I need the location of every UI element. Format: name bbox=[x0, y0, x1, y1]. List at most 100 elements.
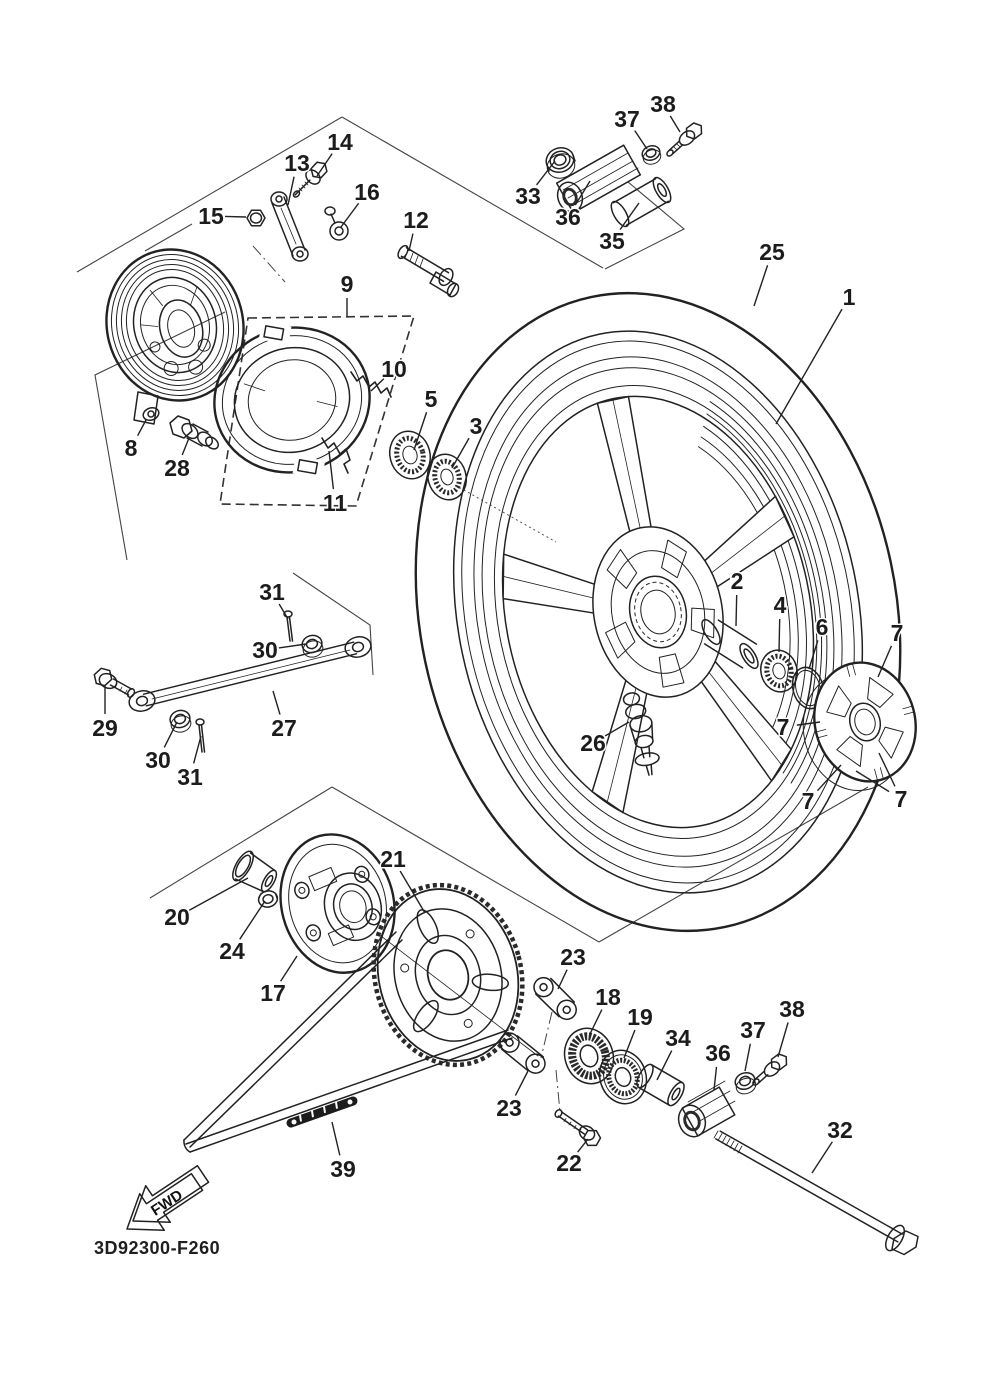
callout-leader bbox=[808, 640, 819, 670]
callout-leader bbox=[278, 643, 307, 649]
callout-label-34: 34 bbox=[665, 1025, 691, 1051]
rear-wheel bbox=[414, 291, 902, 933]
callout-leader bbox=[408, 233, 414, 252]
callout-label-32: 32 bbox=[827, 1117, 853, 1143]
callout-leader bbox=[192, 735, 202, 764]
callout-leader bbox=[877, 645, 893, 678]
callout-label-17: 17 bbox=[260, 980, 286, 1006]
nut-33 bbox=[545, 146, 576, 179]
callout-label-21: 21 bbox=[380, 846, 406, 872]
callout-leader bbox=[413, 412, 428, 451]
master-link-39 bbox=[286, 1096, 358, 1128]
nut-30-right bbox=[301, 634, 324, 658]
callout-leader bbox=[669, 115, 681, 133]
callout-leader bbox=[188, 877, 249, 911]
bearing-19 bbox=[598, 1049, 648, 1105]
callout-label-14: 14 bbox=[327, 129, 353, 155]
fwd-arrow: FWD bbox=[126, 1164, 210, 1232]
callout-leader bbox=[272, 690, 281, 715]
callout-label-7: 7 bbox=[895, 786, 908, 812]
torque-rod-27 bbox=[128, 636, 372, 712]
callout-label-31: 31 bbox=[259, 579, 285, 605]
callout-label-23: 23 bbox=[496, 1095, 522, 1121]
callout-leader bbox=[557, 969, 568, 990]
callout-label-38: 38 bbox=[779, 996, 805, 1022]
callout-label-36: 36 bbox=[555, 204, 581, 230]
camshaft-12 bbox=[397, 244, 460, 298]
callout-leader bbox=[340, 202, 360, 228]
drum-anchor-tab bbox=[133, 391, 160, 425]
callout-label-36: 36 bbox=[705, 1040, 731, 1066]
drive-chain bbox=[183, 931, 513, 1153]
callout-leader bbox=[287, 176, 295, 206]
spacer-2 bbox=[701, 618, 759, 670]
callout-label-37: 37 bbox=[740, 1017, 766, 1043]
brake-drum-plate bbox=[105, 248, 245, 402]
spring-11 bbox=[321, 437, 351, 474]
pin-31-left bbox=[195, 718, 206, 753]
callout-leader bbox=[775, 308, 843, 425]
drawing-code: 3D92300-F260 bbox=[94, 1238, 221, 1258]
callout-label-23: 23 bbox=[560, 944, 586, 970]
callout-leader bbox=[328, 450, 335, 490]
bolt-38-top bbox=[666, 122, 703, 157]
nut-15 bbox=[246, 209, 266, 227]
callout-label-13: 13 bbox=[284, 150, 310, 176]
wheel-hub bbox=[592, 526, 724, 698]
callout-label-22: 22 bbox=[556, 1150, 582, 1176]
nut-24 bbox=[257, 890, 279, 908]
callout-leader bbox=[713, 1066, 718, 1091]
collar-34 bbox=[636, 1063, 685, 1107]
valve-stem bbox=[622, 692, 660, 776]
callout-leader bbox=[316, 153, 333, 177]
callout-label-25: 25 bbox=[759, 239, 785, 265]
callout-label-39: 39 bbox=[330, 1156, 356, 1182]
callout-leader bbox=[136, 419, 147, 436]
collar-35 bbox=[610, 176, 672, 228]
callout-label-2: 2 bbox=[731, 568, 744, 594]
callout-leader bbox=[535, 160, 556, 186]
callout-label-37: 37 bbox=[614, 106, 640, 132]
callout-label-20: 20 bbox=[164, 904, 190, 930]
callout-leader bbox=[634, 130, 648, 150]
callout-label-16: 16 bbox=[354, 179, 380, 205]
callout-leader bbox=[331, 1121, 341, 1156]
callout-label-10: 10 bbox=[381, 356, 407, 382]
chain-puller-36-bottom bbox=[677, 1080, 736, 1138]
callout-label-7: 7 bbox=[802, 788, 815, 814]
bearing-4 bbox=[760, 649, 798, 693]
bearing-5 bbox=[388, 430, 432, 480]
bolt-29 bbox=[93, 667, 136, 698]
oil-seal-18 bbox=[563, 1027, 615, 1085]
callout-leader bbox=[735, 594, 738, 627]
chain-puller-36-top bbox=[555, 144, 642, 214]
callout-leader bbox=[399, 870, 426, 914]
bolt-38-bottom bbox=[752, 1053, 788, 1086]
callout-label-1: 1 bbox=[843, 284, 856, 310]
adjuster-plate-23-top bbox=[533, 976, 577, 1021]
callout-label-3: 3 bbox=[470, 413, 483, 439]
callout-leader bbox=[623, 1029, 636, 1059]
callout-leader bbox=[744, 1043, 752, 1072]
bearing-3 bbox=[426, 453, 468, 501]
callout-leader bbox=[224, 215, 247, 218]
brake-shoe-group-box bbox=[219, 315, 416, 507]
callout-label-5: 5 bbox=[425, 386, 438, 412]
callout-leader bbox=[577, 1138, 589, 1153]
callout-label-9: 9 bbox=[341, 271, 354, 297]
spring-10 bbox=[350, 371, 392, 398]
callout-label-35: 35 bbox=[599, 228, 625, 254]
callout-label-8: 8 bbox=[125, 435, 138, 461]
callout-leader bbox=[811, 1141, 833, 1174]
brake-shoes bbox=[213, 321, 371, 479]
callout-leader bbox=[370, 378, 385, 392]
callout-leader bbox=[589, 1009, 603, 1035]
callout-label-30: 30 bbox=[252, 637, 278, 663]
nut-37-top bbox=[641, 144, 662, 165]
damper-hub bbox=[802, 661, 917, 792]
adjuster-plate-23-bottom bbox=[499, 1032, 546, 1074]
callout-label-12: 12 bbox=[403, 207, 429, 233]
joint-16 bbox=[324, 206, 349, 241]
callout-label-33: 33 bbox=[515, 183, 541, 209]
